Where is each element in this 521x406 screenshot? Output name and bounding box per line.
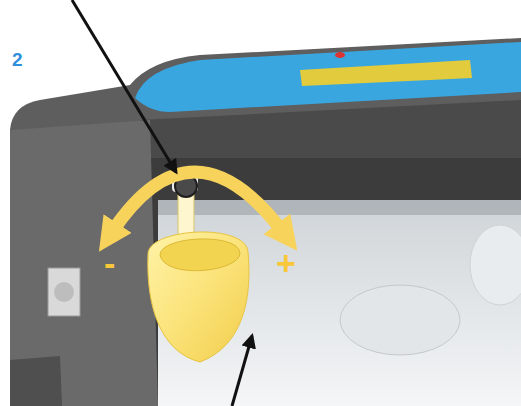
knob-scoop	[160, 239, 240, 271]
hole	[54, 282, 74, 302]
lens-right	[470, 225, 521, 305]
slot	[48, 268, 80, 316]
leader-arrow	[232, 336, 252, 406]
corner	[10, 356, 62, 406]
callout-number: 2	[12, 50, 23, 69]
housing	[10, 38, 521, 406]
cover-edge	[158, 200, 521, 215]
increase-sign: +	[276, 246, 296, 280]
lens	[340, 285, 460, 355]
adjust-knob	[148, 232, 249, 362]
label-stripe	[300, 60, 472, 86]
leader-arrow	[72, 0, 176, 172]
rotation-arrow	[112, 172, 283, 232]
label-dot	[335, 52, 345, 58]
decrease-sign: -	[104, 246, 115, 280]
top-label	[135, 42, 521, 112]
recess-top	[140, 100, 521, 165]
side-panel	[10, 120, 158, 406]
